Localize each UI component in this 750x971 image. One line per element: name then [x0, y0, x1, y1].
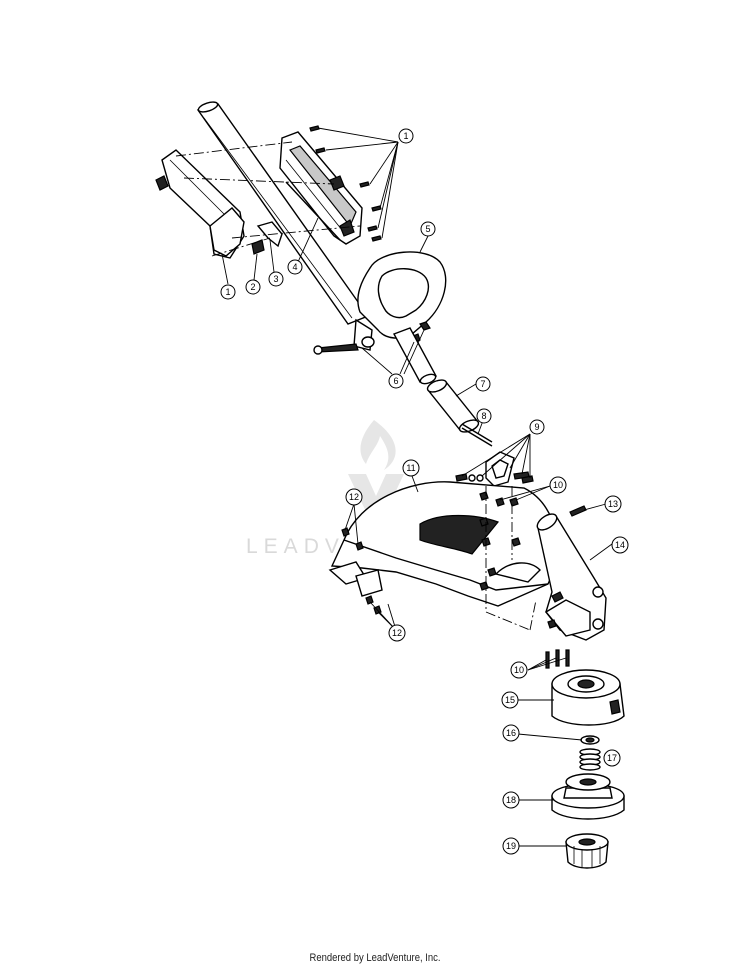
callout-label: 6 [393, 376, 398, 386]
callout-label: 15 [505, 695, 515, 705]
callout-12-bottom: 12 [388, 624, 406, 642]
callout-1-bottom: 1 [220, 284, 236, 300]
head-screws [545, 649, 570, 669]
handle-screws [309, 125, 382, 242]
callout-17: 17 [603, 749, 621, 767]
callout-18: 18 [502, 791, 520, 809]
callout-label: 2 [250, 282, 255, 292]
callout-label: 3 [273, 274, 278, 284]
callout-label: 16 [506, 728, 516, 738]
trimmer-head-housing [551, 669, 625, 726]
watermark-flame-icon [360, 420, 396, 470]
callout-2: 2 [245, 279, 261, 295]
callout-label: 4 [292, 262, 297, 272]
callout-12-top: 12 [345, 488, 363, 506]
callout-label: 10 [553, 480, 563, 490]
callout-1-top: 1 [398, 128, 414, 144]
callout-7: 7 [475, 376, 491, 392]
lower-shaft [393, 327, 437, 385]
callout-label: 11 [406, 463, 415, 473]
handle-housing-right [279, 131, 363, 245]
assist-handle [313, 251, 447, 355]
spool [551, 773, 625, 820]
callout-label: 10 [514, 665, 524, 675]
callout-5: 5 [420, 221, 436, 237]
callout-label: 1 [403, 131, 408, 141]
watermark-v-icon [348, 474, 404, 520]
callout-11: 11 [402, 459, 420, 477]
shaft-clamp [455, 451, 534, 487]
callout-9: 9 [529, 419, 545, 435]
callout-8: 8 [476, 408, 492, 424]
callout-3: 3 [268, 271, 284, 287]
callout-label: 8 [481, 411, 486, 421]
callout-10-upper: 10 [549, 476, 567, 494]
callout-label: 1 [225, 287, 230, 297]
callout-label: 12 [349, 492, 359, 502]
guard-assembly-lines [485, 486, 537, 631]
callout-label: 19 [506, 841, 516, 851]
callout-13: 13 [604, 495, 622, 513]
callout-4: 4 [287, 259, 303, 275]
callout-15: 15 [501, 691, 519, 709]
callout-label: 12 [392, 628, 402, 638]
gear-head [536, 505, 607, 641]
callout-label: 14 [615, 540, 625, 550]
spring [579, 748, 601, 771]
callout-label: 13 [608, 499, 618, 509]
callout-14: 14 [611, 536, 629, 554]
callout-16: 16 [502, 724, 520, 742]
callout-label: 7 [480, 379, 485, 389]
callout-label: 9 [534, 422, 539, 432]
handle-housing-left [155, 149, 245, 259]
callout-label: 17 [607, 753, 617, 763]
callout-10-lower: 10 [510, 661, 528, 679]
leader-lines [221, 127, 618, 847]
drive-cable [461, 423, 493, 447]
callout-19: 19 [502, 837, 520, 855]
callout-6: 6 [388, 373, 404, 389]
footer-credit: Rendered by LeadVenture, Inc. [309, 952, 441, 964]
callout-label: 18 [506, 795, 516, 805]
washer [580, 735, 600, 745]
debris-guard [328, 481, 558, 615]
shaft-sleeve [426, 379, 480, 433]
callout-label: 5 [425, 224, 430, 234]
handle-assembly-lines [175, 141, 361, 257]
bump-knob [565, 833, 609, 869]
